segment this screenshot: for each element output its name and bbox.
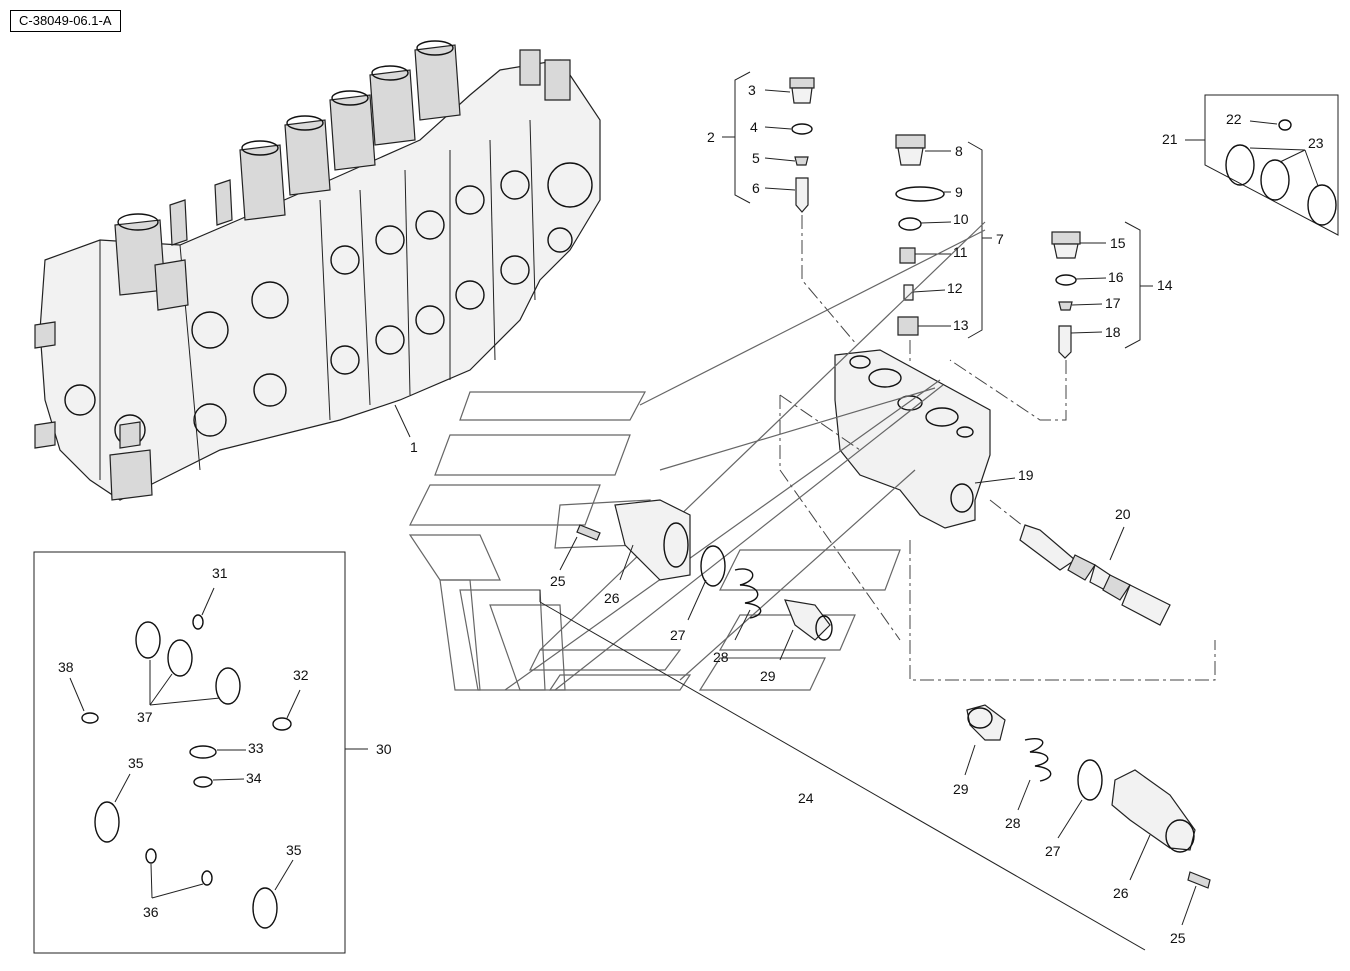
callout-28-upper: 28 xyxy=(713,649,729,665)
callout-14: 14 xyxy=(1157,277,1173,293)
callout-17: 17 xyxy=(1105,295,1121,311)
callout-4: 4 xyxy=(750,119,758,135)
seal-kit-box-30 xyxy=(33,551,368,954)
callout-37: 37 xyxy=(137,709,153,725)
callout-16: 16 xyxy=(1108,269,1124,285)
valve-section-body xyxy=(834,349,1016,529)
seal-kit-box-21 xyxy=(1185,94,1339,236)
callout-29-upper: 29 xyxy=(760,668,776,684)
callout-21: 21 xyxy=(1162,131,1178,147)
callout-36: 36 xyxy=(143,904,159,920)
callout-26-upper: 26 xyxy=(604,590,620,606)
callout-9: 9 xyxy=(955,184,963,200)
callout-29-lower: 29 xyxy=(953,781,969,797)
callout-labels: 1 2 3 4 5 6 7 8 9 10 11 12 13 14 15 16 1… xyxy=(58,82,1324,946)
callout-35-right: 35 xyxy=(286,842,302,858)
callout-27-upper: 27 xyxy=(670,627,686,643)
callout-1: 1 xyxy=(410,439,418,455)
callout-2: 2 xyxy=(707,129,715,145)
callout-10: 10 xyxy=(953,211,969,227)
cap-assembly-upper xyxy=(559,499,833,661)
bracket-group-7 xyxy=(895,134,992,339)
cap-assembly-lower xyxy=(964,704,1211,926)
callout-18: 18 xyxy=(1105,324,1121,340)
callout-30: 30 xyxy=(376,741,392,757)
callout-22: 22 xyxy=(1226,111,1242,127)
callout-32: 32 xyxy=(293,667,309,683)
callout-3: 3 xyxy=(748,82,756,98)
spool xyxy=(1019,524,1171,626)
callout-33: 33 xyxy=(248,740,264,756)
bracket-group-2 xyxy=(722,71,815,213)
callout-8: 8 xyxy=(955,143,963,159)
callout-20: 20 xyxy=(1115,506,1131,522)
callout-23: 23 xyxy=(1308,135,1324,151)
callout-5: 5 xyxy=(752,150,760,166)
bracket-group-14 xyxy=(1051,221,1153,359)
callout-26-lower: 26 xyxy=(1113,885,1129,901)
callout-31: 31 xyxy=(212,565,228,581)
control-valve-assembly xyxy=(34,40,601,501)
callout-19: 19 xyxy=(1018,467,1034,483)
callout-13: 13 xyxy=(953,317,969,333)
figure-reference: C-38049-06.1-A xyxy=(10,10,121,32)
callout-25-lower: 25 xyxy=(1170,930,1186,946)
callout-35-left: 35 xyxy=(128,755,144,771)
callout-27-lower: 27 xyxy=(1045,843,1061,859)
callout-25-upper: 25 xyxy=(550,573,566,589)
callout-11: 11 xyxy=(953,244,968,260)
callout-34: 34 xyxy=(246,770,262,786)
callout-38: 38 xyxy=(58,659,74,675)
callout-24: 24 xyxy=(798,790,814,806)
callout-28-lower: 28 xyxy=(1005,815,1021,831)
callout-15: 15 xyxy=(1110,235,1126,251)
callout-12: 12 xyxy=(947,280,963,296)
callout-6: 6 xyxy=(752,180,760,196)
callout-7: 7 xyxy=(996,231,1004,247)
